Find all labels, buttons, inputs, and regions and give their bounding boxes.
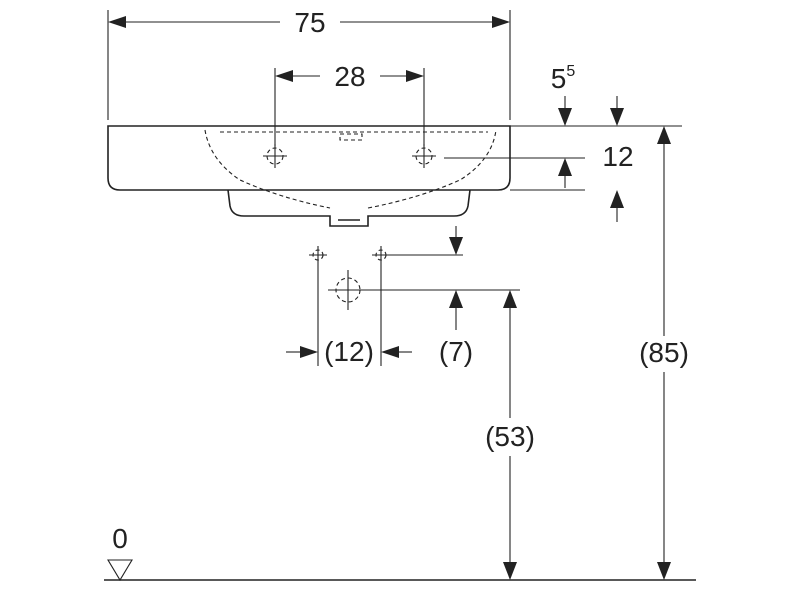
floor-level-marker-icon <box>107 559 133 582</box>
basin-outline <box>107 125 511 227</box>
dim-tap-hole-spacing: 28 <box>274 61 425 146</box>
dim-rim-height-label: 12 <box>602 141 633 172</box>
dim-total-height: (85) <box>510 125 689 580</box>
dim-overall-width-label: 75 <box>294 7 325 38</box>
dim-overall-width: 75 <box>107 7 511 120</box>
tap-hole-left <box>263 144 287 168</box>
dim-waste-height-label: (53) <box>485 421 535 452</box>
dim-waste-height: (53) <box>485 290 535 580</box>
dim-total-height-label: (85) <box>639 337 689 368</box>
dim-rim-height: 12 <box>444 141 634 222</box>
dim-rim-offset: 55 <box>551 63 624 126</box>
bowl-hidden-outline <box>204 129 497 209</box>
dim-fixing-spacing: (12) <box>286 264 412 367</box>
fixing-hole-left <box>309 246 327 264</box>
dim-waste-offset-label: (7) <box>439 336 473 367</box>
tap-hole-right <box>412 144 436 168</box>
dim-tap-hole-spacing-label: 28 <box>334 61 365 92</box>
dim-fixing-spacing-label: (12) <box>324 336 374 367</box>
floor-level: 0 <box>104 523 696 582</box>
fixing-hole-right <box>372 246 390 264</box>
floor-level-label: 0 <box>112 523 128 554</box>
dim-waste-offset: (7) <box>360 226 520 367</box>
dim-rim-offset-label: 55 <box>551 63 576 94</box>
